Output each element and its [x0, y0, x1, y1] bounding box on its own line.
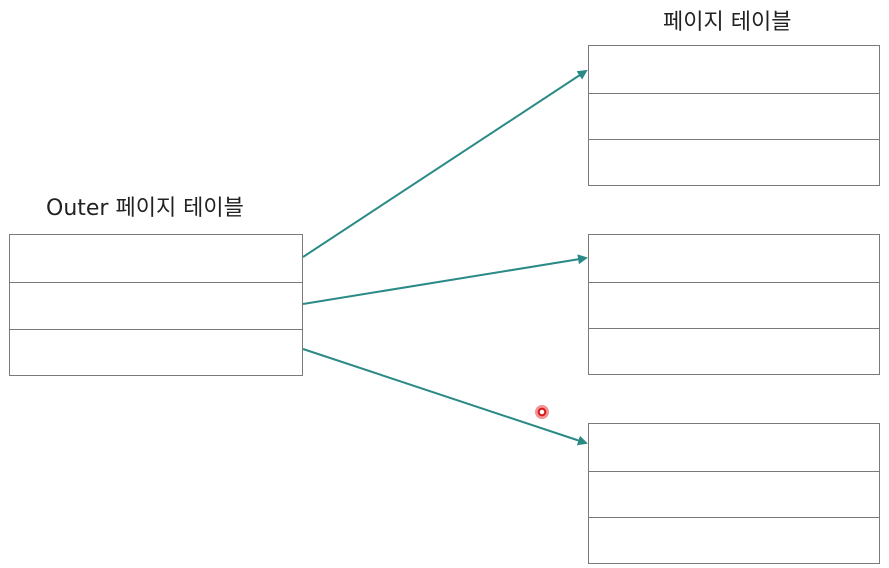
page-table-1-entry-2 [589, 93, 879, 139]
page-table-1-entry-3 [589, 139, 879, 185]
page-table-title: 페이지 테이블 [663, 10, 792, 35]
arrow-entry2-to-page-table-2 [302, 254, 588, 305]
page-table-2-entry-2 [589, 282, 879, 328]
page-table-3 [588, 423, 880, 564]
page-table-3-entry-2 [589, 471, 879, 517]
page-table-2 [588, 234, 880, 375]
page-table-2-entry-3 [589, 328, 879, 374]
outer-table-title: Outer 페이지 테이블 [46, 196, 244, 221]
mouse-pointer-highlight [535, 405, 549, 419]
outer-table-entry-3 [10, 329, 302, 375]
arrow-entry1-to-page-table-1 [302, 69, 588, 258]
page-table-3-entry-3 [589, 517, 879, 563]
outer-table-entry-2 [10, 282, 302, 329]
outer-page-table [9, 234, 303, 376]
page-table-1 [588, 45, 880, 186]
arrow-entry3-to-page-table-3 [302, 348, 588, 446]
